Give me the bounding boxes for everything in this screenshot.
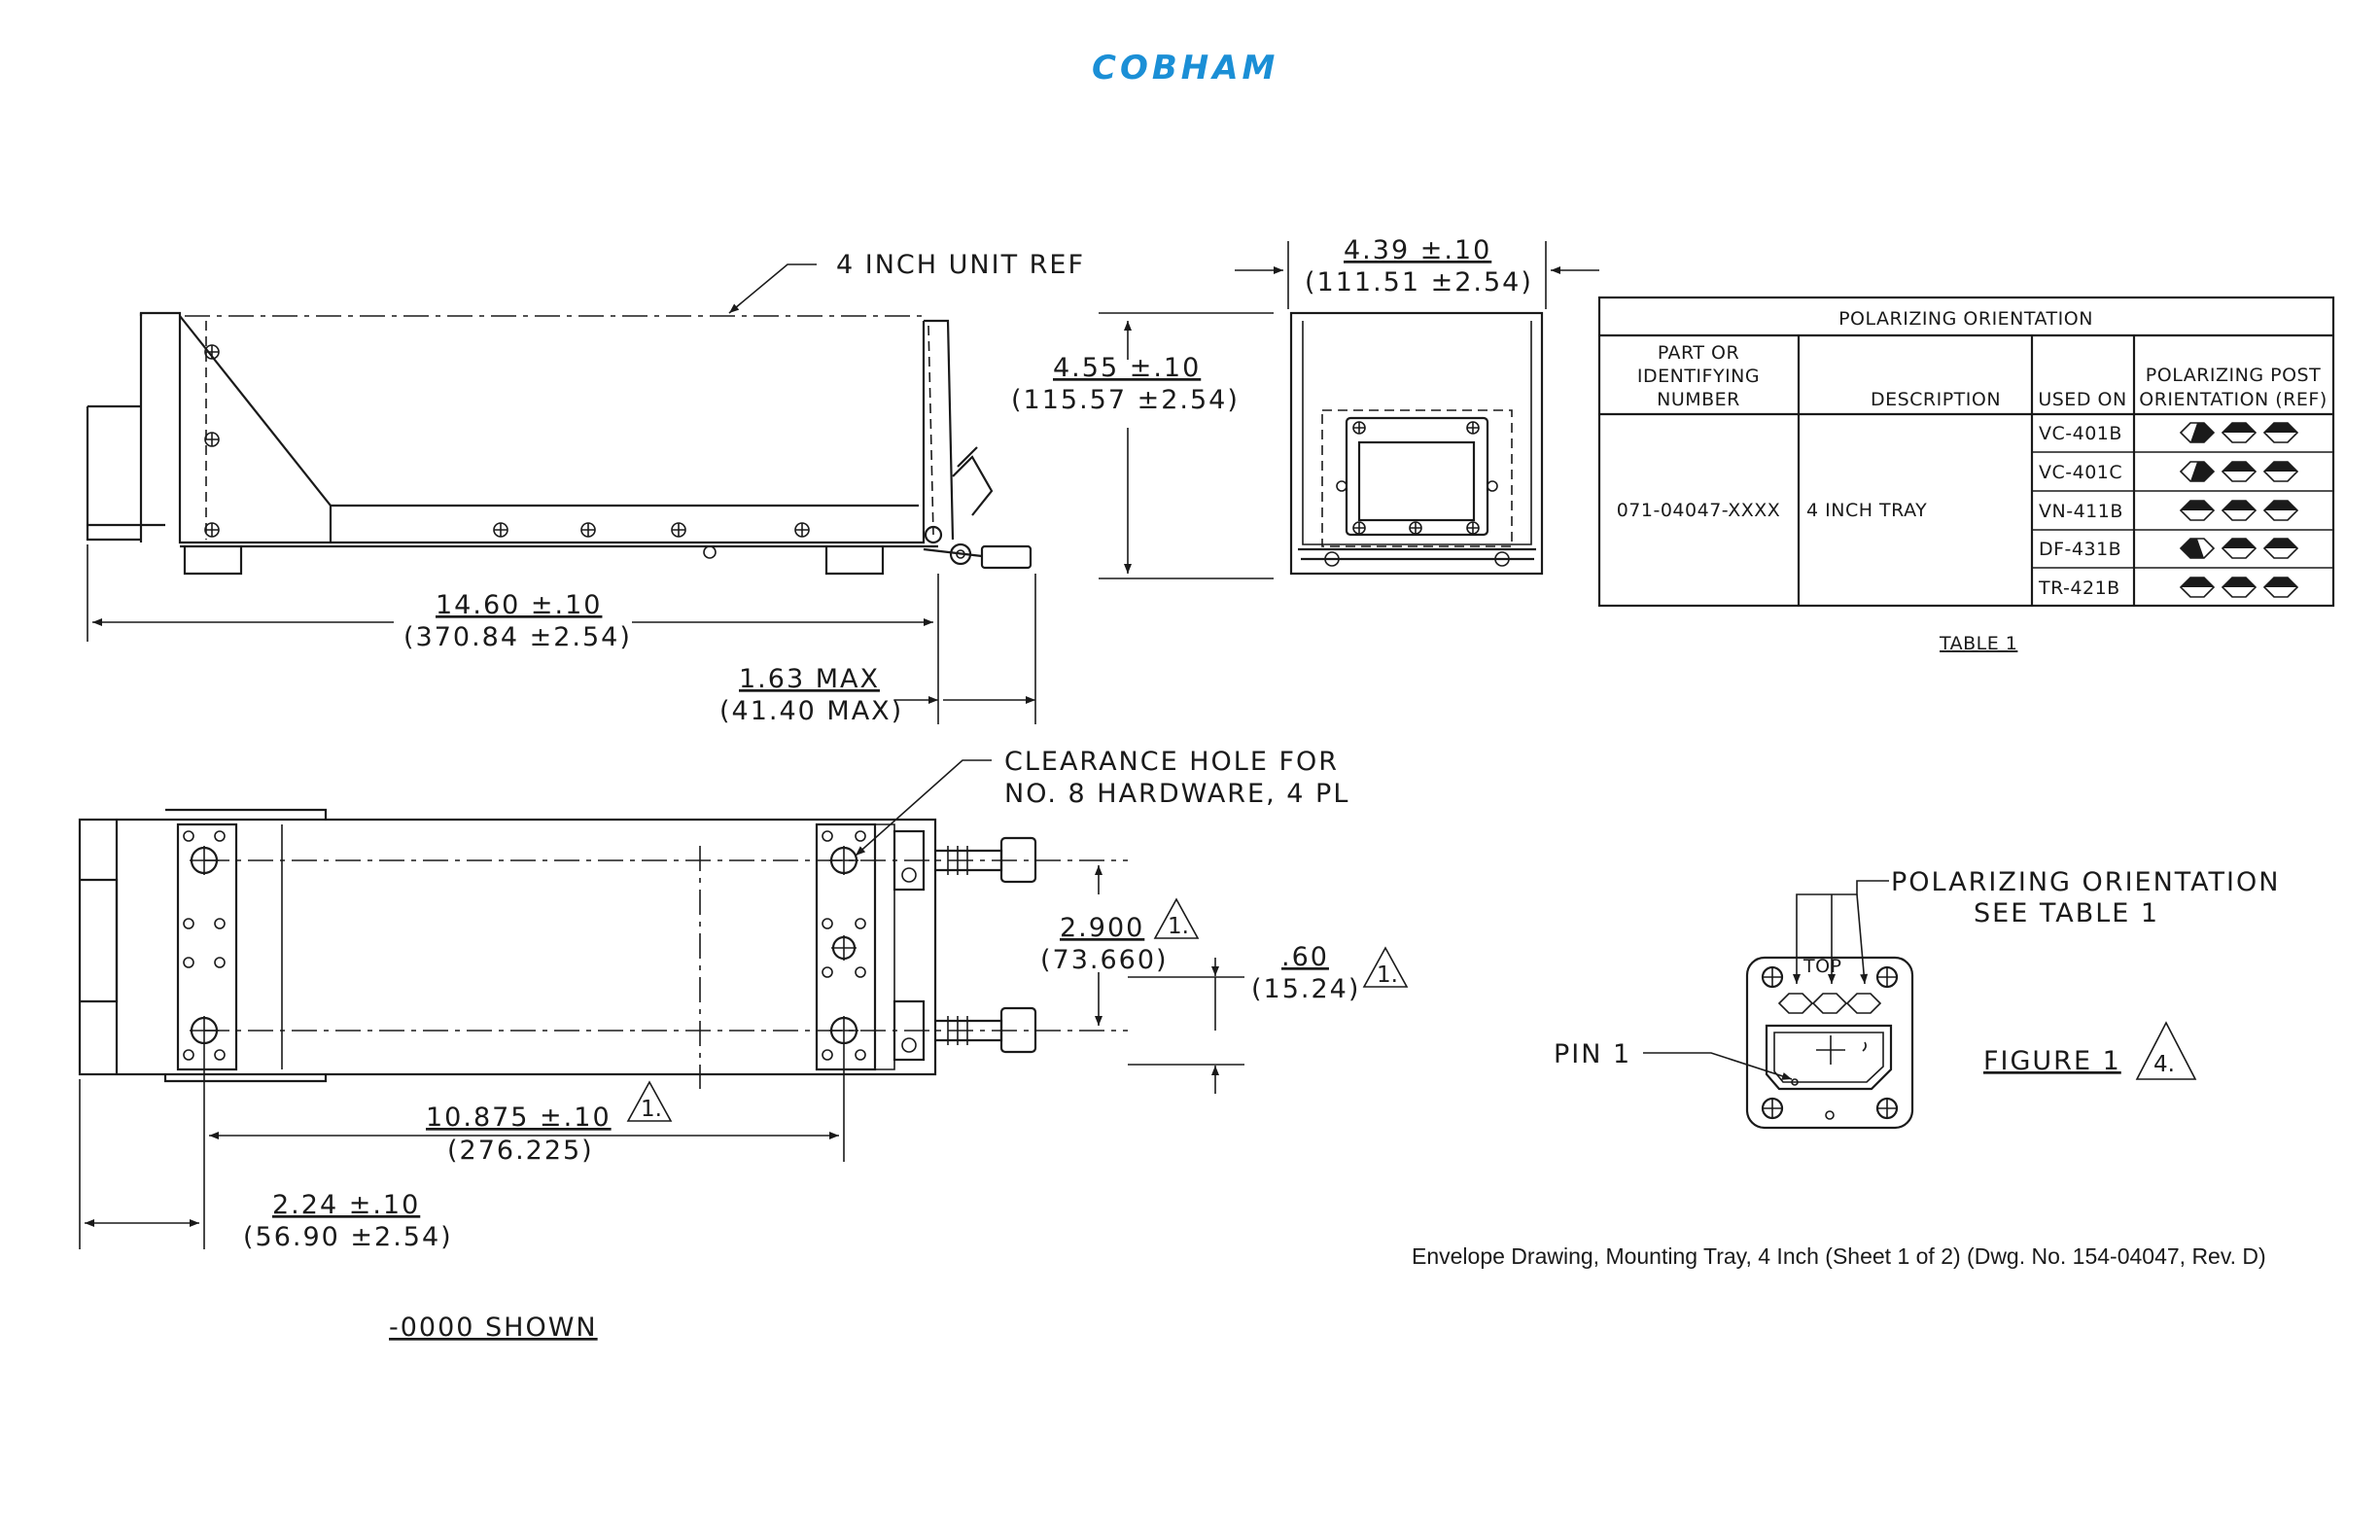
part-number: 071-04047-XXXX (1617, 500, 1781, 521)
svg-text:TOP: TOP (1802, 956, 1842, 977)
svg-text:(370.84 ±2.54): (370.84 ±2.54) (403, 622, 632, 652)
svg-text:DESCRIPTION: DESCRIPTION (1871, 389, 2001, 410)
svg-text:4.: 4. (2153, 1052, 2175, 1077)
plan-view: CLEARANCE HOLE FOR NO. 8 HARDWARE, 4 PL … (78, 747, 1409, 1343)
svg-text:POLARIZING POST: POLARIZING POST (2146, 365, 2321, 386)
svg-text:NUMBER: NUMBER (1657, 389, 1740, 410)
svg-text:FIGURE 1: FIGURE 1 (1983, 1046, 2121, 1076)
rivet-icon (183, 830, 866, 1061)
svg-text:IDENTIFYING: IDENTIFYING (1637, 366, 1760, 387)
svg-text:14.60 ±.10: 14.60 ±.10 (436, 590, 602, 620)
svg-text:(41.40 MAX): (41.40 MAX) (719, 696, 903, 726)
svg-text:10.875 ±.10: 10.875 ±.10 (426, 1102, 612, 1133)
svg-text:CLEARANCE HOLE FOR: CLEARANCE HOLE FOR (1004, 747, 1339, 777)
side-view: 4 INCH UNIT REF 14.60 ±.10 (370.84 ±2.54… (86, 250, 1085, 726)
table-row: VC-401C (2039, 462, 2122, 483)
polarizing-orientation-table: POLARIZING ORIENTATION PART OR IDENTIFYI… (1597, 296, 2335, 654)
drawing-caption: Envelope Drawing, Mounting Tray, 4 Inch … (1412, 1243, 2266, 1269)
cobham-logo: COBHAM (1092, 49, 1278, 88)
svg-text:.60: .60 (1281, 942, 1329, 972)
table-title: POLARIZING ORIENTATION (1838, 308, 2093, 330)
clearance-hole-icon (190, 846, 858, 1045)
svg-text:SEE TABLE 1: SEE TABLE 1 (1974, 898, 2159, 928)
table-row: VC-401B (2039, 423, 2122, 444)
figure-1: TOP POLARIZING ORIENTATION SEE TABLE 1 P… (1554, 867, 2280, 1130)
svg-text:PART OR: PART OR (1658, 342, 1739, 364)
svg-text:USED ON: USED ON (2038, 389, 2126, 410)
polarizing-post-icons (2179, 422, 2299, 598)
svg-text:(276.225): (276.225) (447, 1136, 594, 1166)
svg-text:(73.660): (73.660) (1040, 945, 1169, 975)
screw-icon (1324, 421, 1510, 567)
svg-text:2.900: 2.900 (1060, 913, 1144, 943)
svg-text:NO. 8 HARDWARE, 4 PL: NO. 8 HARDWARE, 4 PL (1004, 779, 1349, 809)
svg-text:2.24 ±.10: 2.24 ±.10 (272, 1190, 420, 1220)
svg-text:(115.57 ±2.54): (115.57 ±2.54) (1011, 385, 1240, 415)
table-row: DF-431B (2039, 539, 2121, 560)
svg-text:4 INCH UNIT REF: 4 INCH UNIT REF (836, 250, 1085, 280)
table-caption: TABLE 1 (1939, 633, 2017, 654)
svg-text:4.55 ±.10: 4.55 ±.10 (1053, 353, 1201, 383)
svg-text:1.: 1. (1377, 962, 1398, 988)
svg-text:POLARIZING ORIENTATION: POLARIZING ORIENTATION (1891, 867, 2280, 897)
svg-text:(56.90 ±2.54): (56.90 ±2.54) (243, 1222, 453, 1252)
svg-text:PIN 1: PIN 1 (1554, 1039, 1631, 1069)
svg-text:(15.24): (15.24) (1251, 974, 1360, 1004)
svg-text:(111.51 ±2.54): (111.51 ±2.54) (1305, 267, 1533, 298)
svg-text:ORIENTATION (REF): ORIENTATION (REF) (2139, 389, 2328, 410)
svg-text:-0000 SHOWN: -0000 SHOWN (389, 1312, 598, 1343)
svg-text:1.: 1. (1168, 914, 1189, 939)
table-row: TR-421B (2038, 578, 2120, 599)
svg-text:1.63 MAX: 1.63 MAX (739, 664, 880, 694)
svg-text:1.: 1. (641, 1097, 662, 1122)
screw-icon (204, 344, 810, 559)
height-dimension: 4.55 ±.10 (115.57 ±2.54) (1011, 312, 1274, 579)
svg-text:4.39 ±.10: 4.39 ±.10 (1344, 235, 1491, 265)
table-row: VN-411B (2039, 501, 2123, 522)
description: 4 INCH TRAY (1806, 500, 1927, 521)
end-view: 4.39 ±.10 (111.51 ±2.54) (1235, 235, 1599, 576)
